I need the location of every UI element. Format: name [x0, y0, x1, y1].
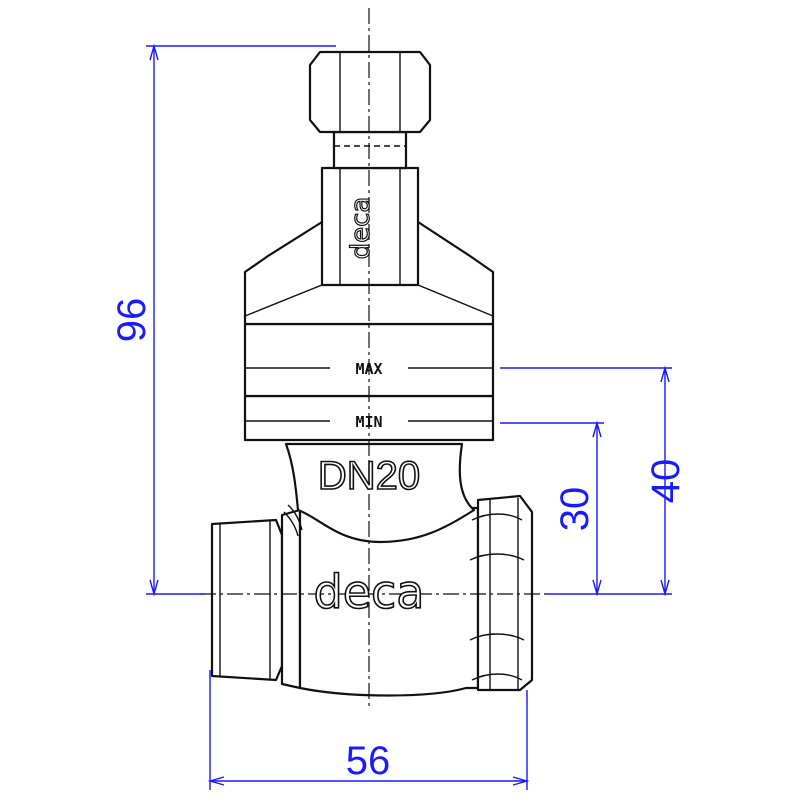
dim-outlet-to-min: 30 — [553, 487, 597, 532]
hex-head — [308, 50, 432, 134]
dim-total-height: 96 — [110, 298, 154, 343]
brand-top: deca — [346, 197, 376, 260]
body-neck — [284, 442, 476, 544]
dimensions: 96 40 30 56 — [110, 43, 688, 790]
brand-body: deca — [314, 565, 425, 619]
size-label: DN20 — [318, 454, 420, 498]
stem — [332, 130, 408, 170]
max-mark: MAX — [355, 360, 382, 378]
markings: MAX MIN deca DN20 deca — [245, 196, 493, 620]
outlet-nut — [476, 494, 534, 692]
min-mark: MIN — [355, 413, 382, 431]
inlet-thread — [210, 518, 284, 682]
dim-body-width: 56 — [346, 739, 391, 783]
dim-outlet-to-max: 40 — [644, 459, 688, 504]
inlet-collar — [280, 508, 302, 690]
